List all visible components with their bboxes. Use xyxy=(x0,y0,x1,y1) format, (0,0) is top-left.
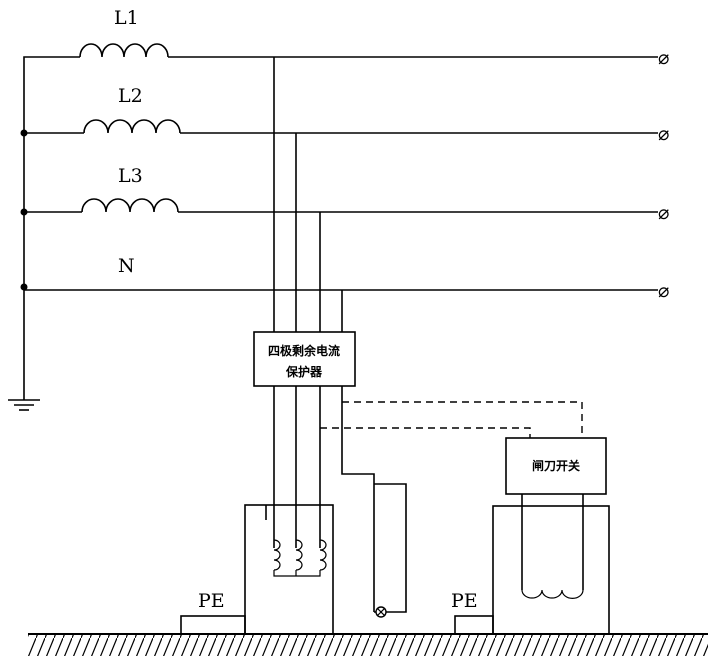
label-pe-left: PE xyxy=(198,590,225,612)
coil-l1 xyxy=(79,43,169,58)
label-pe-right: PE xyxy=(451,590,478,612)
label-n: N xyxy=(118,255,135,277)
terminal-n: ⌀ xyxy=(658,280,669,302)
motor-load-box xyxy=(244,504,334,635)
coil-l3 xyxy=(24,198,179,213)
rcd-breaker: 四极剩余电流 保护器 xyxy=(253,331,356,387)
pe-block-right xyxy=(454,615,494,635)
terminal-l1: ⌀ xyxy=(658,47,669,69)
motor-coils xyxy=(273,539,327,577)
transformer-load-box xyxy=(492,494,610,635)
terminal-l2: ⌀ xyxy=(658,123,669,145)
label-l2: L2 xyxy=(118,85,143,107)
switch-label: 闸刀开关 xyxy=(532,458,580,473)
rcd-label-line1: 四极剩余电流 xyxy=(268,343,340,358)
neutral-bus xyxy=(20,56,80,400)
rcd-input-wires xyxy=(273,57,343,332)
earth-ground-symbol xyxy=(8,399,40,411)
rcd-output-wires xyxy=(273,386,375,612)
ground-surface xyxy=(28,633,708,656)
label-l1: L1 xyxy=(114,7,139,29)
rcd-label-line2: 保护器 xyxy=(285,364,323,379)
coil-l2 xyxy=(24,119,181,134)
terminal-l3: ⌀ xyxy=(658,202,669,224)
lamp-symbol xyxy=(374,483,407,618)
knife-switch: 闸刀开关 xyxy=(505,437,607,495)
pe-block-left xyxy=(180,615,246,635)
switch-dashed-wires xyxy=(320,401,583,438)
label-l3: L3 xyxy=(118,165,143,187)
